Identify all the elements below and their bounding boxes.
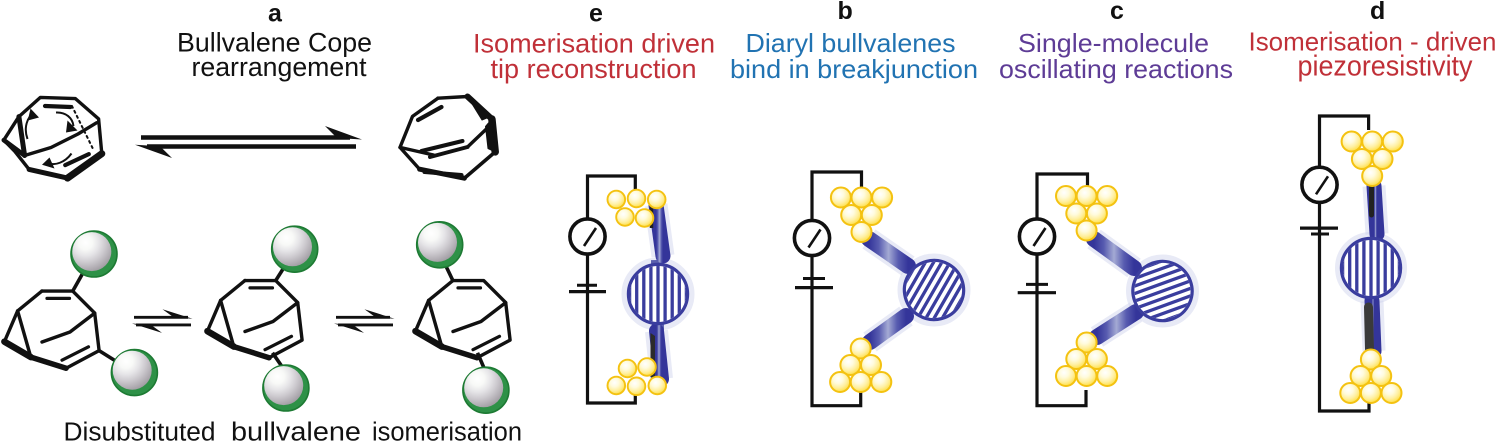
svg-text:Isomerisation - driven: Isomerisation - driven (1249, 27, 1497, 57)
svg-text:isomerisation: isomerisation (372, 416, 522, 443)
svg-text:d: d (1370, 0, 1385, 25)
svg-text:tip reconstruction: tip reconstruction (491, 54, 697, 84)
svg-text:bullvalene: bullvalene (231, 416, 361, 443)
svg-text:a: a (268, 0, 283, 28)
svg-text:piezoresistivity: piezoresistivity (1298, 51, 1473, 83)
svg-text:Single-molecule: Single-molecule (1018, 28, 1209, 58)
svg-text:c: c (1110, 0, 1124, 25)
svg-text:e: e (589, 0, 603, 28)
svg-text:Bullvalene Cope: Bullvalene Cope (177, 28, 372, 58)
svg-text:b: b (838, 0, 853, 25)
svg-text:bind in breakjunction: bind in breakjunction (730, 54, 978, 84)
svg-text:Diaryl bullvalenes: Diaryl bullvalenes (746, 28, 956, 58)
svg-text:Isomerisation driven: Isomerisation driven (473, 29, 715, 59)
svg-text:oscillating reactions: oscillating reactions (999, 54, 1233, 84)
svg-text:rearrangement: rearrangement (192, 52, 368, 82)
svg-text:Disubstituted: Disubstituted (64, 416, 216, 443)
